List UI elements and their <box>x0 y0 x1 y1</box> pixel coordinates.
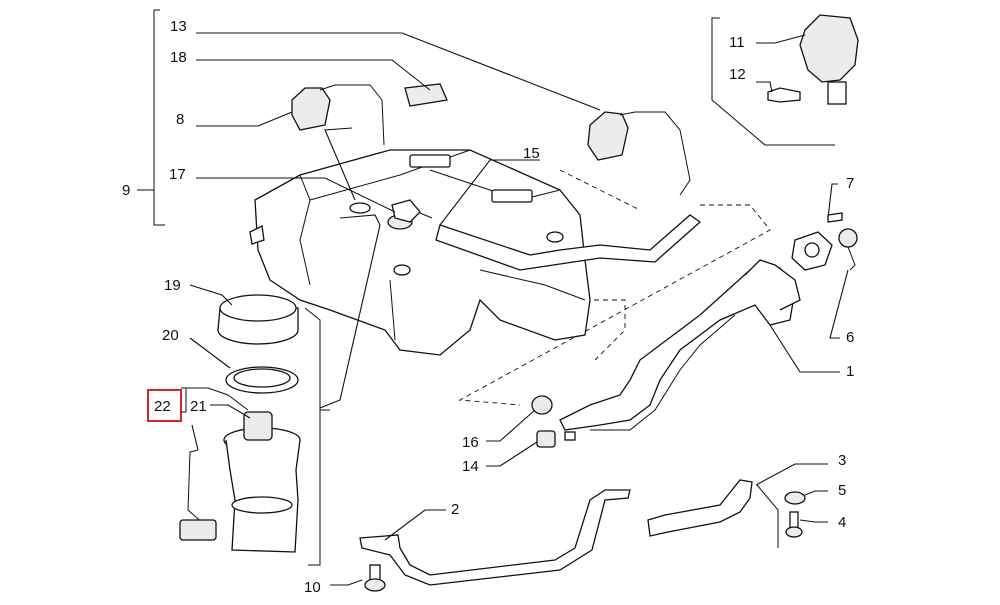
strap-2 <box>359 489 631 586</box>
callout-11: 11 <box>729 34 745 51</box>
filler-neck-1 <box>559 259 801 441</box>
valve-13 <box>587 111 691 196</box>
callout-15: 15 <box>523 145 540 162</box>
strap-3 <box>647 479 753 537</box>
leader-22 <box>186 387 249 411</box>
group-3-bracket <box>756 484 779 548</box>
callout-20: 20 <box>162 327 179 344</box>
fuel-pump-assembly <box>179 411 301 553</box>
callout-19: 19 <box>164 277 181 294</box>
bracket-22 <box>181 387 187 413</box>
fuel-tank <box>249 149 591 356</box>
cap-14 <box>536 430 556 448</box>
pump-divider <box>304 307 330 566</box>
callout-6: 6 <box>846 329 854 346</box>
valve-8 <box>291 84 385 146</box>
callout-labels: 13 18 8 9 17 15 11 12 7 6 1 19 20 22 21 … <box>122 18 854 596</box>
callout-18: 18 <box>170 49 187 66</box>
nut-5 <box>784 491 806 505</box>
callout-12: 12 <box>729 66 746 83</box>
callout-9: 9 <box>122 182 130 199</box>
bolt-10 <box>364 564 386 592</box>
callout-4: 4 <box>838 514 846 531</box>
leader-lines <box>189 32 849 586</box>
callout-17: 17 <box>169 166 186 183</box>
clip-18 <box>404 83 448 107</box>
group-11-bracket <box>711 17 835 146</box>
callout-10: 10 <box>304 579 321 596</box>
callout-2: 2 <box>451 501 459 518</box>
bolt-12 <box>767 87 801 103</box>
group-9-bracket <box>137 9 165 226</box>
callout-7: 7 <box>846 175 854 192</box>
vent-valve-17 <box>387 199 433 230</box>
callout-14: 14 <box>462 458 479 475</box>
callout-16: 16 <box>462 434 479 451</box>
callout-13: 13 <box>170 18 187 35</box>
clamp-16 <box>531 395 553 415</box>
callout-21: 21 <box>190 398 207 415</box>
callout-1: 1 <box>846 363 854 380</box>
dashed-guides <box>458 169 771 406</box>
callout-3: 3 <box>838 452 846 469</box>
callout-22: 22 <box>154 398 171 415</box>
seal-20 <box>225 366 299 394</box>
callout-5: 5 <box>838 482 846 499</box>
vent-pipe-15 <box>435 214 702 271</box>
filler-flap-6 <box>791 212 858 271</box>
callout-8: 8 <box>176 111 184 128</box>
lock-ring-19 <box>217 294 299 345</box>
highlight-box-22 <box>147 389 182 422</box>
bolt-4 <box>785 511 803 538</box>
sensor-11 <box>799 14 859 105</box>
